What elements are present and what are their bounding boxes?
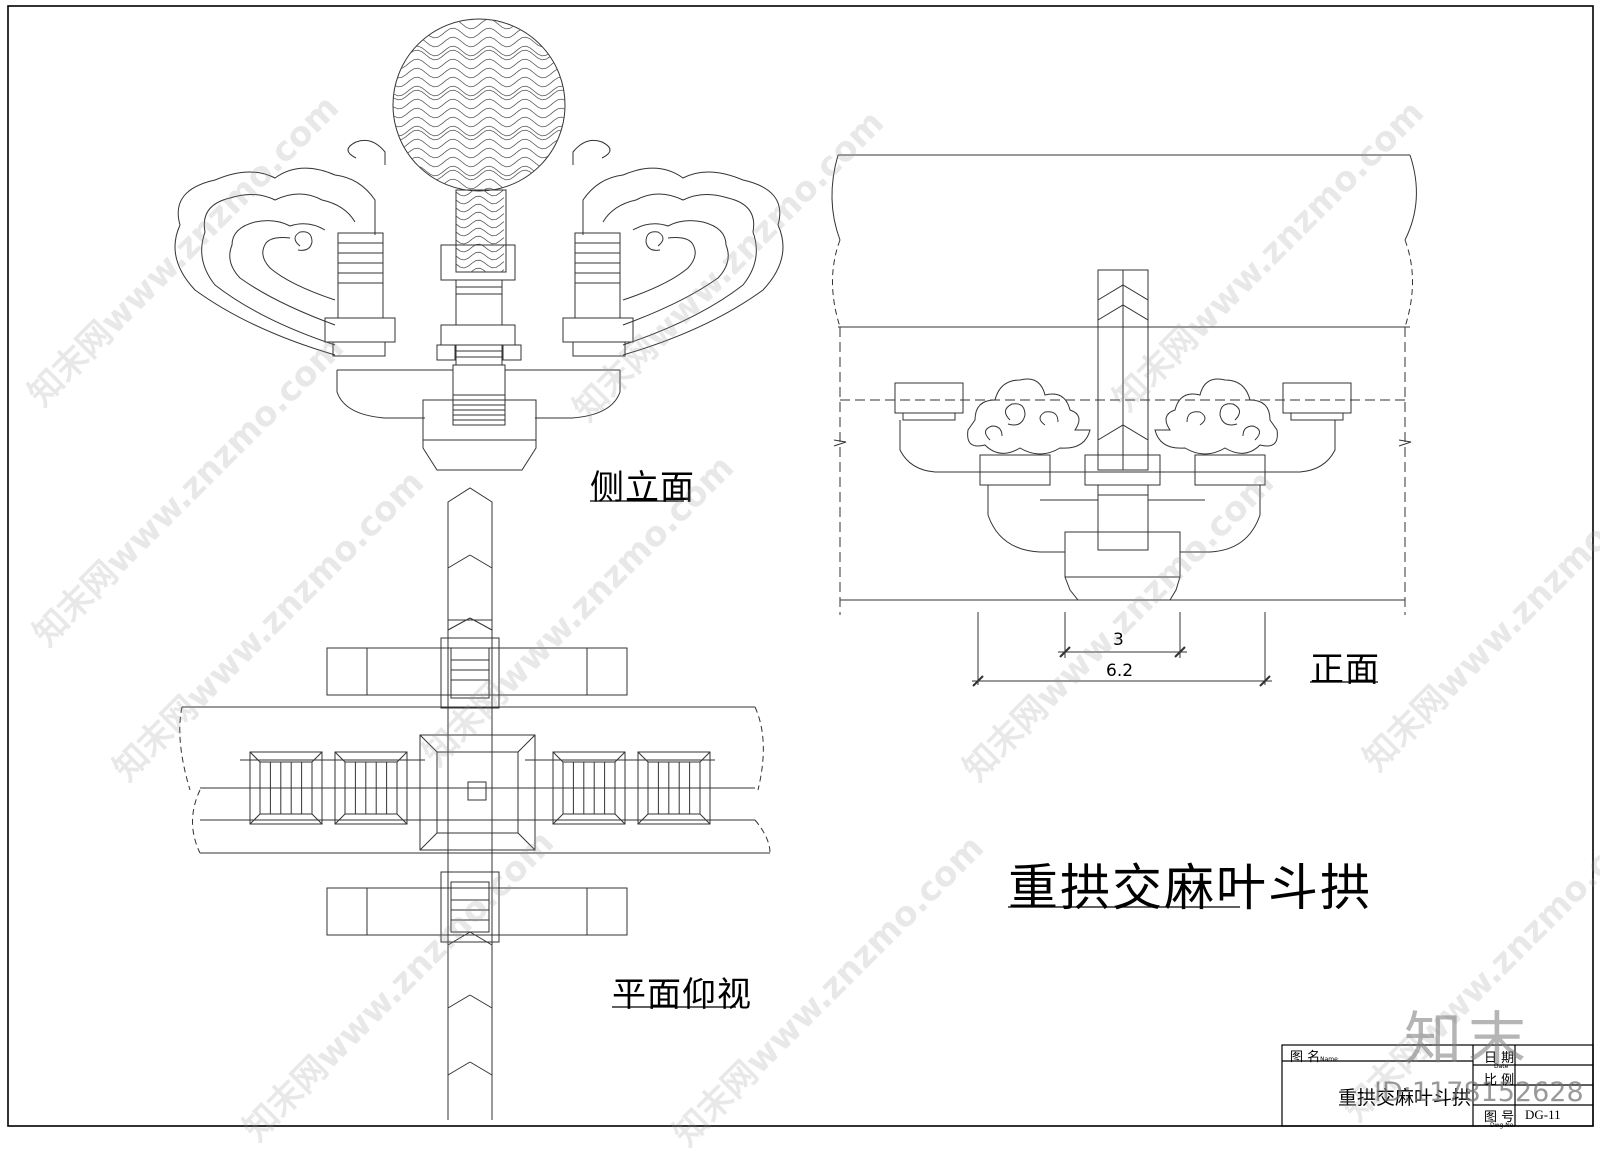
cad-drawing-sheet — [7, 5, 1594, 1127]
side-elevation-label: 侧立面 — [590, 468, 695, 508]
title-block-frame — [1281, 1044, 1594, 1127]
label-underlines — [590, 500, 1378, 1008]
title-block-number-label-en: Dwg.No. — [1490, 1122, 1516, 1129]
title-block-date-label-en: Date — [1494, 1063, 1509, 1070]
title-block-number-label: 图 号 — [1484, 1110, 1515, 1125]
plan-view-label: 平面仰视 — [612, 975, 752, 1015]
dimension-inner: 3 — [1113, 630, 1124, 650]
watermark-id: ID:1178152628 — [1374, 1077, 1584, 1108]
front-elevation-label: 正面 — [1310, 650, 1380, 690]
watermark-logo: 知末 — [1404, 1005, 1533, 1073]
dimension-outer: 6.2 — [1106, 661, 1134, 681]
plan-view-drawing — [179, 487, 771, 1120]
title-block-drawing-number: DG-11 — [1525, 1107, 1561, 1122]
title-block-name-label: 图 名Name — [1290, 1050, 1338, 1065]
sheet-border — [7, 5, 1594, 1127]
title-block-drawing-name: 重拱交麻叶斗拱 — [1338, 1087, 1472, 1109]
title-block-date-label: 日 期 — [1484, 1051, 1515, 1066]
title-block-scale-label: 比 例 — [1484, 1073, 1515, 1088]
front-elevation-drawing — [831, 154, 1417, 687]
side-elevation-drawing — [174, 18, 784, 471]
drawing-title: 重拱交麻叶斗拱 — [1008, 859, 1372, 917]
